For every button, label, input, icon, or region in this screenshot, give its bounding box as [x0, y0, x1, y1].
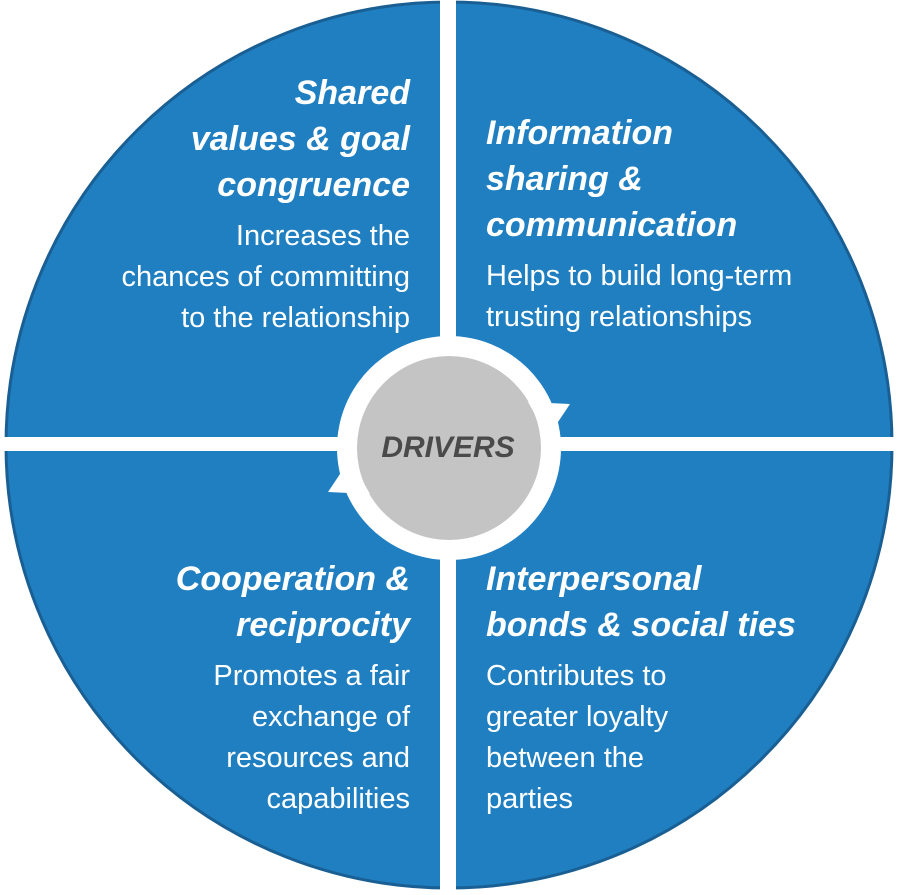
desc-line: Promotes a fair — [213, 660, 410, 692]
quadrant-title: Information sharing & communication — [486, 110, 886, 248]
quadrant-title: Cooperation & reciprocity — [100, 556, 410, 648]
title-line: Information — [486, 114, 673, 152]
title-line: values & goal — [190, 120, 410, 158]
quadrant-description: Increases the chances of committing to t… — [40, 216, 410, 339]
title-line: communication — [486, 206, 738, 244]
desc-line: to the relationship — [181, 302, 410, 334]
title-line: bonds & social ties — [486, 606, 796, 644]
desc-line: Increases the — [235, 220, 410, 252]
desc-line: trusting relationships — [486, 301, 752, 333]
quadrant-bottom-right: Interpersonal bonds & social ties Contri… — [486, 556, 886, 820]
quadrant-description: Contributes to greater loyalty between t… — [486, 656, 886, 820]
desc-line: Helps to build long-term — [486, 260, 793, 292]
quadrant-title: Interpersonal bonds & social ties — [486, 556, 886, 648]
title-line: Cooperation & — [175, 560, 410, 598]
title-line: Interpersonal — [486, 560, 702, 598]
quadrant-description: Promotes a fair exchange of resources an… — [100, 656, 410, 820]
desc-line: exchange of — [251, 701, 410, 733]
arrow-left-icon — [328, 459, 370, 494]
center-label: DRIVERS — [381, 431, 515, 464]
quadrant-title: Shared values & goal congruence — [40, 70, 410, 208]
quadrant-top-left: Shared values & goal congruence Increase… — [40, 70, 410, 339]
title-line: sharing & — [486, 160, 643, 198]
title-line: Shared — [294, 74, 410, 112]
center-disc — [357, 356, 541, 540]
desc-line: resources and — [226, 742, 410, 774]
desc-line: parties — [486, 783, 574, 815]
quadrant-bottom-left: Cooperation & reciprocity Promotes a fai… — [100, 556, 410, 820]
title-line: reciprocity — [236, 606, 410, 644]
title-line: congruence — [217, 166, 410, 204]
desc-line: Contributes to — [486, 660, 667, 692]
arrow-right-icon — [528, 402, 570, 437]
desc-line: between the — [486, 742, 645, 774]
quadrant-description: Helps to build long-term trusting relati… — [486, 256, 886, 338]
desc-line: greater loyalty — [486, 701, 669, 733]
quadrant-top-right: Information sharing & communication Help… — [486, 110, 886, 338]
desc-line: capabilities — [266, 783, 410, 815]
desc-line: chances of committing — [121, 261, 410, 293]
